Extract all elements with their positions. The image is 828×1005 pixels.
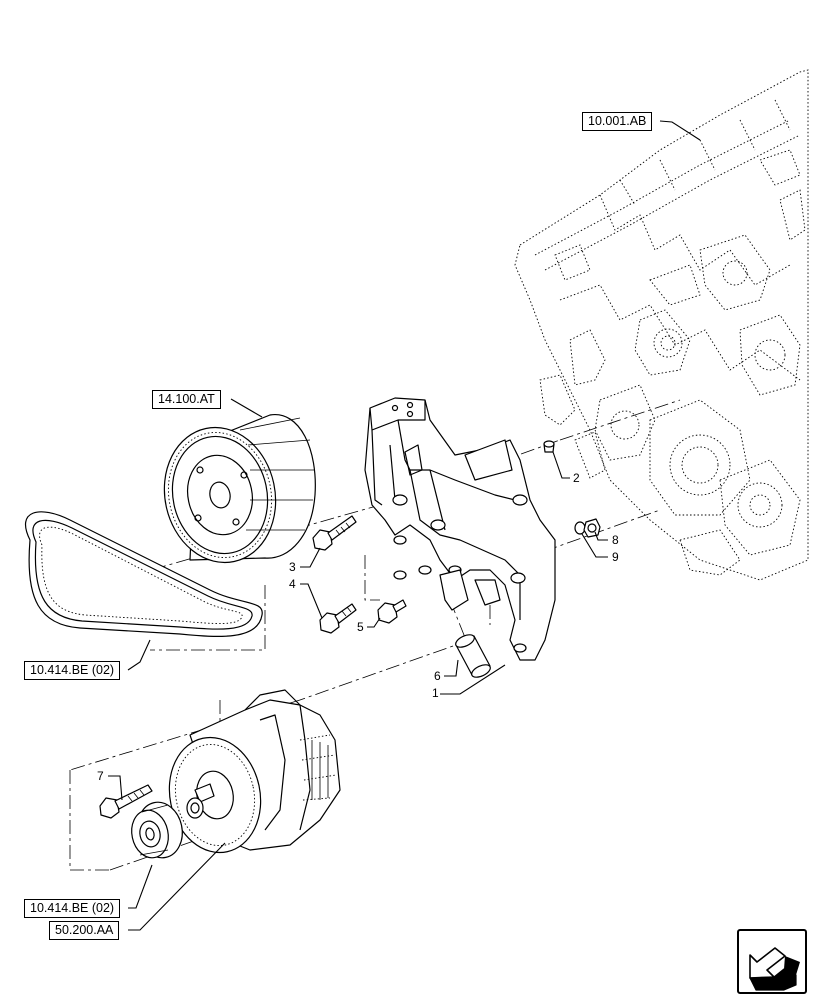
- dowel-pin: [543, 440, 555, 453]
- reference-alternator[interactable]: 50.200.AA: [49, 921, 120, 940]
- callout-1: 1: [432, 686, 439, 700]
- callout-7: 7: [97, 769, 104, 783]
- spacer-sleeve: [455, 634, 491, 678]
- view-direction-arrow-icon: [737, 929, 807, 994]
- reference-belt-upper[interactable]: 10.414.BE (02): [24, 661, 121, 680]
- bolt-4: [319, 603, 357, 634]
- callout-5: 5: [357, 620, 364, 634]
- alternator-bracket: [364, 397, 556, 661]
- alternator: [168, 689, 341, 854]
- leader-lines: [108, 120, 701, 931]
- engine-block: [514, 69, 809, 581]
- reference-belt-lower[interactable]: 10.414.BE (02): [24, 899, 121, 918]
- washer-and-nut: [574, 518, 601, 538]
- callout-6: 6: [434, 669, 441, 683]
- reference-damper[interactable]: 14.100.AT: [152, 390, 221, 409]
- bolt-3: [312, 515, 357, 551]
- reference-engine-block[interactable]: 10.001.AB: [582, 112, 653, 131]
- alternator-pulley: [131, 801, 183, 859]
- callout-3: 3: [289, 560, 296, 574]
- callout-2: 2: [573, 471, 580, 485]
- callout-4: 4: [289, 577, 296, 591]
- crankshaft-damper: [163, 414, 316, 564]
- bolt-5: [377, 599, 407, 624]
- poly-v-belt: [24, 511, 263, 637]
- callout-8: 8: [612, 533, 619, 547]
- bolt-7: [99, 784, 153, 819]
- callout-9: 9: [612, 550, 619, 564]
